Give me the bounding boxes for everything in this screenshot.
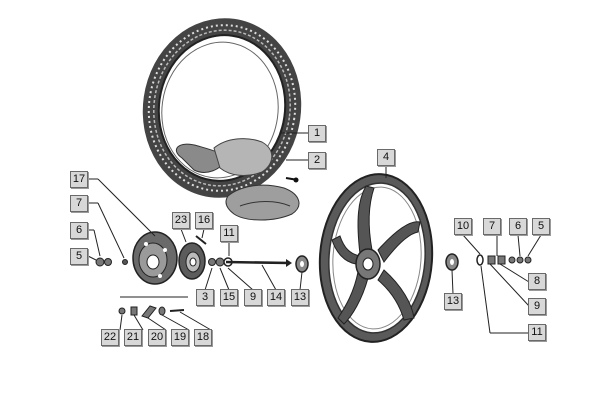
callout-11-center: 11 — [220, 225, 238, 242]
brake-drum — [132, 231, 178, 285]
callout-5-left: 5 — [70, 248, 88, 265]
callout-15: 15 — [220, 289, 238, 306]
callout-20: 20 — [148, 329, 166, 346]
small-parts-left — [95, 235, 233, 267]
callout-4: 4 — [377, 149, 395, 166]
callout-23: 23 — [172, 212, 190, 229]
small-parts-bottom — [118, 296, 188, 319]
callout-5-right: 5 — [532, 218, 550, 235]
axle — [225, 259, 292, 267]
callout-7-right: 7 — [483, 218, 501, 235]
callout-6-right: 6 — [509, 218, 527, 235]
inner-tube — [176, 138, 300, 221]
callout-13-center: 13 — [291, 289, 309, 306]
callout-6-left: 6 — [70, 222, 88, 239]
spacers — [295, 253, 459, 273]
callout-9-right: 9 — [528, 298, 546, 315]
brake-shoe-plate — [178, 242, 206, 280]
tyre — [142, 18, 302, 198]
callout-9-center: 9 — [244, 289, 262, 306]
wheel-rim — [318, 173, 434, 343]
callout-21: 21 — [124, 329, 142, 346]
callout-22: 22 — [101, 329, 119, 346]
callout-1: 1 — [308, 125, 326, 142]
callout-3: 3 — [196, 289, 214, 306]
callout-17: 17 — [70, 171, 88, 188]
callout-8: 8 — [528, 273, 546, 290]
callout-18: 18 — [194, 329, 212, 346]
callout-2: 2 — [308, 152, 326, 169]
small-parts-right — [476, 254, 532, 266]
callout-11-right: 11 — [528, 324, 546, 341]
callout-10: 10 — [454, 218, 472, 235]
leader-lines — [87, 132, 542, 334]
callout-14: 14 — [267, 289, 285, 306]
callout-19: 19 — [171, 329, 189, 346]
callout-13-right: 13 — [444, 293, 462, 310]
callout-16: 16 — [195, 212, 213, 229]
callout-7-left: 7 — [70, 195, 88, 212]
